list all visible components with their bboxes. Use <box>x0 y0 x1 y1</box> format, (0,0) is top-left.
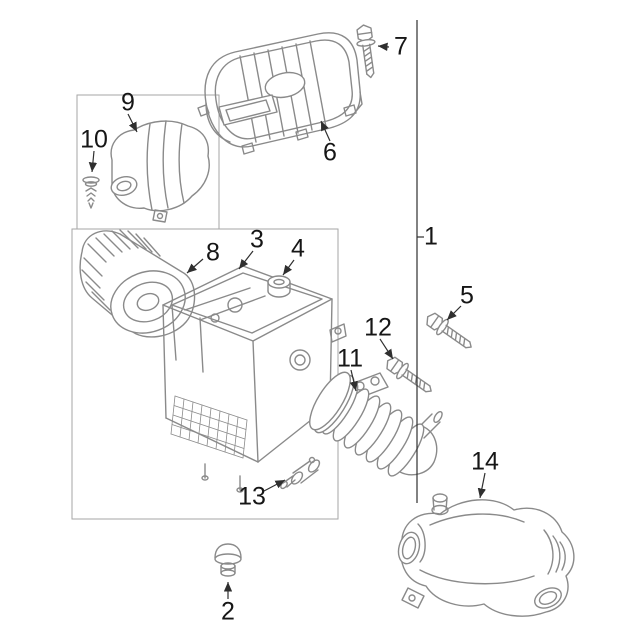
part-outlet-duct <box>397 493 575 617</box>
callout-13: 13 <box>238 482 266 511</box>
callout-8: 8 <box>206 238 220 267</box>
part-push-pin-clip <box>82 176 100 209</box>
callout-1: 1 <box>424 222 438 251</box>
callout-11: 11 <box>337 344 363 373</box>
callout-14: 14 <box>471 447 499 476</box>
part-vent-valve <box>280 456 321 490</box>
assembly-reference-line <box>416 20 424 503</box>
part-air-cleaner-cover <box>197 32 363 155</box>
leader-lines <box>88 42 487 599</box>
callout-10: 10 <box>80 125 108 154</box>
callout-3: 3 <box>250 225 264 254</box>
callout-2: 2 <box>221 597 235 626</box>
callout-12: 12 <box>364 313 392 342</box>
callout-5: 5 <box>460 281 474 310</box>
part-housing-bolt <box>421 308 478 356</box>
part-air-filter-element <box>79 229 196 338</box>
part-intake-resonator <box>110 120 210 223</box>
callout-4: 4 <box>291 234 305 263</box>
callout-6: 6 <box>323 138 337 167</box>
part-housing-grommet <box>267 275 291 298</box>
part-air-cleaner-housing <box>162 265 347 493</box>
callout-9: 9 <box>121 88 135 117</box>
part-mount-grommet <box>214 543 242 577</box>
part-hose-bolt <box>381 352 438 400</box>
callout-7: 7 <box>394 32 408 61</box>
part-intake-hose <box>309 371 443 477</box>
